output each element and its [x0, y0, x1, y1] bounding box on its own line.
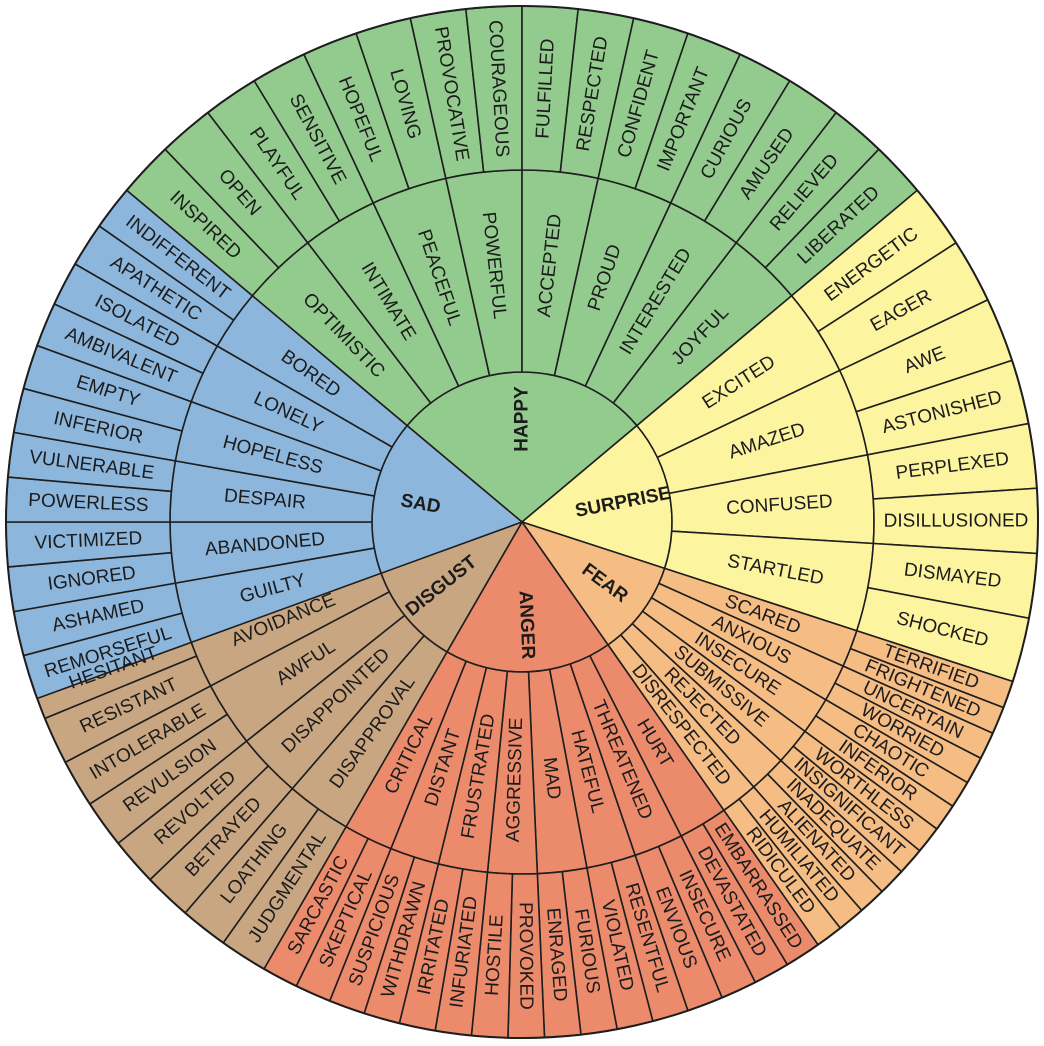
core-label-happy: HAPPY	[512, 386, 533, 452]
outer-ring	[5, 5, 1039, 1039]
middle-ring	[169, 169, 875, 875]
outer-label-provoked: PROVOKED	[515, 902, 537, 1010]
mid-label-aggressive: AGGRESSIVE	[503, 717, 527, 842]
wheel-rim	[5, 5, 1039, 1039]
core-label-anger: ANGER	[515, 590, 539, 660]
outer-label-victimized: VICTIMIZED	[34, 528, 142, 554]
mid-label-mad: MAD	[539, 756, 565, 800]
core-ring	[371, 371, 673, 673]
outer-label-powerless: POWERLESS	[28, 490, 149, 516]
outer-label-disillusioned: DISILLUSIONED	[884, 510, 1029, 531]
outer-label-hostile: HOSTILE	[482, 914, 508, 996]
